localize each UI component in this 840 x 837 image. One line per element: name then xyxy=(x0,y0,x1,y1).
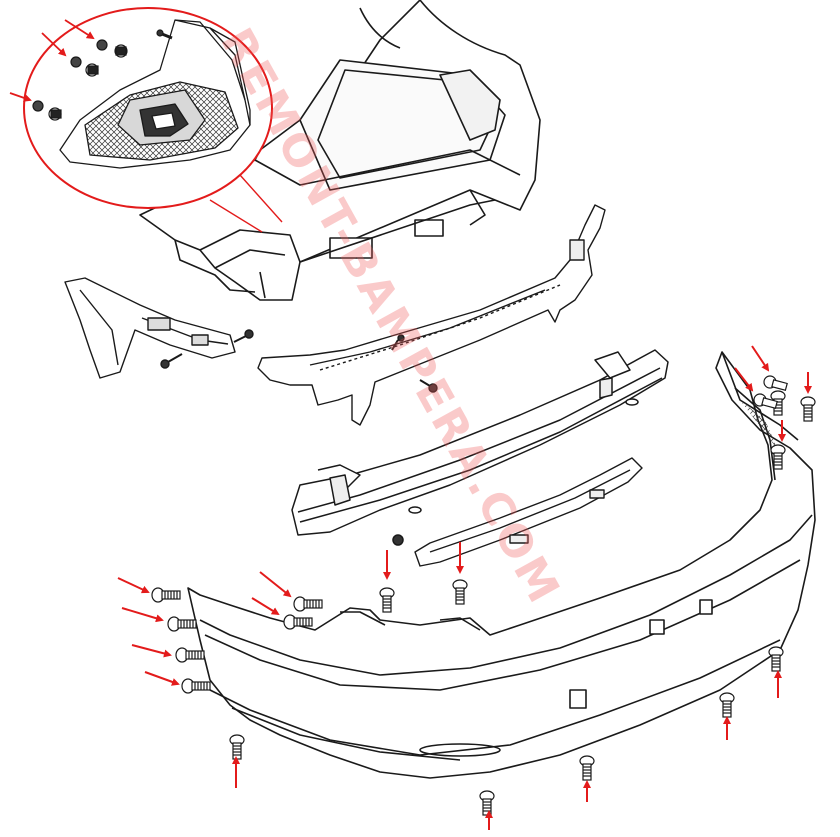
horizontal-screw xyxy=(283,614,313,630)
horizontal-screw xyxy=(293,596,323,612)
trunk-body xyxy=(139,0,541,301)
vertical-screw xyxy=(479,790,495,816)
vertical-screw xyxy=(579,755,595,781)
red-arrow xyxy=(259,571,292,598)
vertical-screw xyxy=(379,587,395,613)
horizontal-screw xyxy=(181,678,211,694)
bumper-cover xyxy=(187,351,816,779)
vertical-screw xyxy=(719,692,735,718)
red-arrow xyxy=(734,367,754,392)
horizontal-screw xyxy=(167,616,197,632)
red-arrow xyxy=(144,671,180,686)
vertical-screw xyxy=(229,734,245,760)
fasteners xyxy=(151,375,816,816)
tail-light-callout xyxy=(9,7,273,209)
callout-arrows xyxy=(9,19,95,102)
vertical-screw xyxy=(770,444,786,470)
horizontal-screw xyxy=(151,587,181,603)
red-arrow xyxy=(251,597,280,616)
tail-light xyxy=(59,19,251,169)
left-bracket xyxy=(64,277,254,379)
angled-screw xyxy=(763,375,788,391)
red-arrow xyxy=(121,607,164,623)
red-arrows xyxy=(117,345,812,830)
red-arrow xyxy=(117,577,150,594)
energy-absorber-strip xyxy=(414,457,643,567)
upper-support-bracket xyxy=(257,204,606,426)
red-arrow xyxy=(751,345,770,372)
tail-light-fasteners xyxy=(32,29,173,121)
horizontal-screw xyxy=(175,647,205,663)
red-arrow xyxy=(131,644,172,658)
callout-pointer xyxy=(209,174,283,233)
vertical-screw xyxy=(770,390,786,416)
vertical-screw xyxy=(800,396,816,422)
vertical-screw xyxy=(768,646,784,672)
vertical-screw xyxy=(452,579,468,605)
impact-bar xyxy=(291,349,669,546)
angled-screw xyxy=(753,393,778,409)
